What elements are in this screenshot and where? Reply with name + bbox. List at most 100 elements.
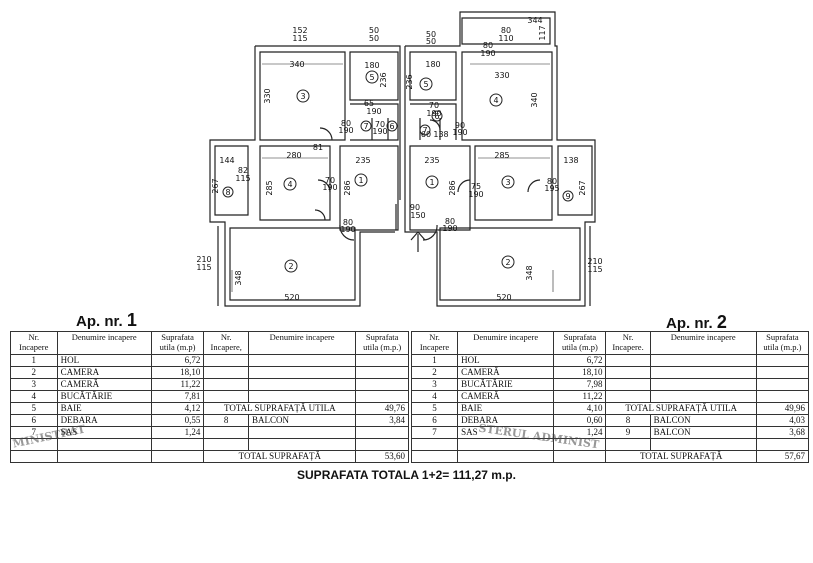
empty-cell — [203, 354, 249, 367]
balcon-area: 4,03 — [755, 414, 810, 427]
empty-cell — [605, 366, 651, 379]
empty-cell — [649, 390, 757, 403]
wall-ap1-outer — [209, 45, 401, 307]
empty-cell — [649, 354, 757, 367]
room-number-label: 3 — [300, 92, 305, 101]
room-number-label: 2 — [288, 262, 293, 271]
ap2-title: Ap. nr. 2 — [666, 312, 727, 333]
dimension-label: 80 — [501, 26, 511, 35]
dimension-label: 90 — [410, 203, 420, 212]
dimension-label: 50 — [369, 34, 379, 43]
empty-cell — [410, 450, 459, 463]
empty-cell — [355, 366, 409, 379]
dimension-label: 210 — [587, 257, 602, 266]
balcon-area: 3,84 — [355, 414, 409, 427]
room-area: 7,81 — [150, 390, 205, 403]
room-name: CAMERĂ — [457, 390, 555, 403]
ap1-title: Ap. nr. 1 — [76, 310, 137, 331]
empty-cell — [605, 378, 651, 391]
dimension-label: 285 — [494, 151, 509, 160]
room-number-label: 6 — [434, 112, 439, 121]
room-area: 4,12 — [150, 402, 205, 415]
room-nr: 7 — [410, 426, 459, 439]
total-surface-value: 53,60 — [355, 450, 409, 463]
empty-cell — [755, 354, 810, 367]
empty-cell — [355, 390, 409, 403]
room-name: HOL — [457, 354, 555, 367]
empty-cell — [605, 390, 651, 403]
dimension-label: 80 — [483, 41, 493, 50]
wall-ap2-kitchen — [557, 145, 593, 216]
door-swings — [314, 119, 541, 241]
dimension-label: 80 — [547, 177, 557, 186]
dimension-label: 152 — [292, 26, 307, 35]
ap1-col-nr: Nr.Incapere — [10, 331, 58, 355]
ap1-title-number: 1 — [126, 310, 137, 330]
dimension-label: 138 — [433, 130, 448, 139]
dimension-label: 235 — [424, 156, 439, 165]
dimension-label: 180 — [425, 60, 440, 69]
balcon-nr: 9 — [605, 426, 651, 439]
wall-ap1-details — [350, 103, 399, 230]
dimension-label: 520 — [496, 293, 511, 302]
entrance-arrow — [410, 231, 426, 252]
dimension-label: 115 — [292, 34, 307, 43]
empty-cell — [247, 366, 357, 379]
room-name: CAMERĂ — [457, 366, 555, 379]
room-area: 1,24 — [150, 426, 205, 439]
dimension-label: 70 — [429, 101, 439, 110]
total-surface-label: TOTAL SUPRAFAȚĂ — [605, 450, 757, 463]
empty-cell — [355, 426, 409, 439]
total-surface-label: TOTAL SUPRAFAȚĂ — [203, 450, 357, 463]
dimension-label: 115 — [196, 263, 211, 272]
room-nr: 2 — [10, 366, 58, 379]
dimension-label: 190 — [372, 127, 387, 136]
dimension-label: 210 — [196, 255, 211, 264]
dimension-label: 110 — [498, 34, 513, 43]
ap2-title-number: 2 — [716, 312, 727, 332]
room-number-label: 5 — [369, 73, 374, 82]
room-area: 11,22 — [150, 378, 205, 391]
room-area: 18,10 — [553, 366, 607, 379]
dimension-label: 65 — [364, 99, 374, 108]
dimension-label: 80 — [445, 217, 455, 226]
empty-cell — [457, 450, 555, 463]
empty-cell — [649, 378, 757, 391]
dimension-label: 236 — [379, 72, 388, 87]
empty-cell — [203, 366, 249, 379]
balcon-name: BALCON — [649, 426, 757, 439]
empty-cell — [150, 450, 205, 463]
room-nr: 5 — [410, 402, 459, 415]
room-name: HOL — [56, 354, 152, 367]
room-area: 4,10 — [553, 402, 607, 415]
ap1-col-name-b: Denumire incapere — [247, 331, 357, 355]
dimension-label: 195 — [544, 184, 559, 193]
balcon-name: BALCON — [247, 414, 357, 427]
room-number-label: 6 — [389, 122, 394, 131]
dimension-label: 190 — [322, 183, 337, 192]
dimension-label: 286 — [448, 180, 457, 195]
room-name: BAIE — [56, 402, 152, 415]
room-nr: 2 — [410, 366, 459, 379]
total-surface-value: 57,67 — [755, 450, 810, 463]
dimension-label: 348 — [525, 265, 534, 280]
room-number-label: 9 — [565, 192, 570, 201]
total-util-label: TOTAL SUPRAFAȚĂ UTILA — [605, 402, 757, 415]
room-area: 6,72 — [150, 354, 205, 367]
room-area: 18,10 — [150, 366, 205, 379]
room-number-label: 4 — [287, 180, 292, 189]
